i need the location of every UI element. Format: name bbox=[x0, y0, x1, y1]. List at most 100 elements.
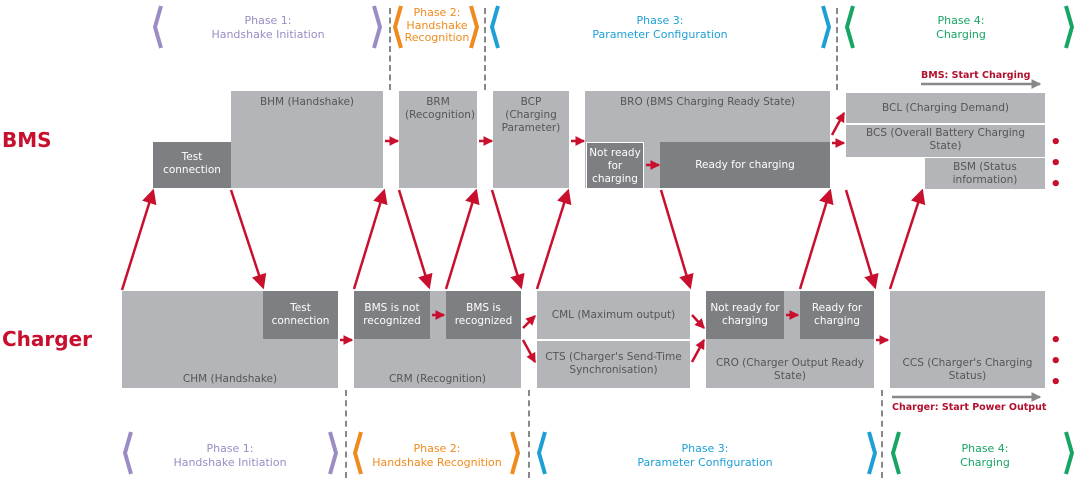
charger-start-power-note: Charger: Start Power Output bbox=[892, 402, 1047, 413]
charger-not-recognized-box: BMS is not recognized bbox=[354, 291, 430, 339]
top-phase1-right-bracket bbox=[372, 5, 382, 49]
top-phase3-title: Phase 3: bbox=[636, 14, 684, 27]
bms-brm-box: BRM (Recognition) bbox=[399, 91, 477, 188]
bms-bcp-text: BCP (Charging Parameter) bbox=[501, 96, 561, 134]
phase-divider-top-3 bbox=[836, 8, 838, 90]
bms-start-charging-note: BMS: Start Charging bbox=[921, 70, 1031, 81]
bottom-phase4-subtitle: Charging bbox=[960, 456, 1010, 469]
arrow-ready-up bbox=[798, 188, 834, 290]
top-phase1-subtitle: Handshake Initiation bbox=[211, 28, 325, 41]
charger-not-ready-text: Not ready for charging bbox=[710, 302, 780, 327]
bottom-phase1-label: Phase 1: Handshake Initiation bbox=[160, 442, 300, 470]
bms-not-ready-box: Not ready for charging bbox=[586, 142, 644, 189]
charger-ready-text: Ready for charging bbox=[811, 302, 863, 327]
arrow-cts-to-notready bbox=[690, 338, 706, 363]
top-phase2-label: Phase 2: Handshake Recognition bbox=[398, 6, 476, 45]
bottom-phase3-subtitle: Parameter Configuration bbox=[637, 456, 773, 469]
charger-not-ready-box: Not ready for charging bbox=[706, 291, 784, 339]
charger-ccs-box: CCS (Charger's Charging Status) bbox=[890, 291, 1045, 388]
phase-divider-bottom-3 bbox=[881, 390, 883, 478]
bottom-phase3-title: Phase 3: bbox=[681, 442, 729, 455]
charger-cts-text: CTS (Charger's Send-Time Synchronisation… bbox=[545, 351, 682, 376]
arrow-ready-to-bcl bbox=[830, 111, 846, 136]
top-phase4-subtitle: Charging bbox=[936, 28, 986, 41]
arrow-bcs-down bbox=[844, 189, 879, 290]
charger-not-recognized-text: BMS is not recognized bbox=[363, 302, 421, 327]
bms-bcs-box: BCS (Overall Battery Charging State) bbox=[846, 125, 1045, 157]
bottom-phase4-left-bracket bbox=[891, 431, 901, 475]
phase-divider-top-2 bbox=[484, 8, 486, 90]
arrow-bcp-down bbox=[490, 189, 525, 290]
arrow-recognized-to-cts bbox=[521, 339, 537, 364]
arrow-brm-down bbox=[397, 189, 433, 290]
charger-ccs-text: CCS (Charger's Charging Status) bbox=[902, 357, 1033, 382]
charger-test-connection-box: Test connection bbox=[263, 291, 338, 339]
top-phase1-label: Phase 1: Handshake Initiation bbox=[200, 14, 336, 42]
arrow-recognized-up bbox=[444, 188, 480, 290]
bottom-phase1-left-bracket bbox=[123, 431, 133, 475]
bottom-phase2-right-bracket bbox=[510, 431, 520, 475]
top-phase4-left-bracket bbox=[845, 5, 855, 49]
bottom-phase1-subtitle: Handshake Initiation bbox=[173, 456, 287, 469]
bottom-phase4-right-bracket bbox=[1064, 431, 1074, 475]
bms-test-connection-box: Test connection bbox=[153, 142, 231, 188]
charger-cml-text: CML (Maximum output) bbox=[551, 309, 676, 321]
charger-cml-box: CML (Maximum output) bbox=[537, 291, 690, 339]
arrow-cml-to-notready bbox=[691, 314, 705, 329]
top-phase2-line2: Handshake bbox=[406, 18, 468, 32]
bottom-phase2-label: Phase 2: Handshake Recognition bbox=[368, 442, 506, 470]
charger-cro-text: CRO (Charger Output Ready State) bbox=[715, 357, 865, 382]
charger-crm-text: CRM (Recognition) bbox=[388, 373, 487, 385]
bottom-phase1-right-bracket bbox=[328, 431, 338, 475]
bms-test-connection-text: Test connection bbox=[163, 151, 221, 176]
top-phase4-right-bracket bbox=[1064, 5, 1074, 49]
top-phase3-left-bracket bbox=[490, 5, 500, 49]
top-phase2-line1: Phase 2: bbox=[413, 6, 461, 19]
bms-bhm-text: BHM (Handshake) bbox=[259, 96, 355, 108]
top-phase3-label: Phase 3: Parameter Configuration bbox=[570, 14, 750, 42]
bottom-phase4-title: Phase 4: bbox=[961, 442, 1009, 455]
top-phase2-right-bracket bbox=[469, 5, 479, 49]
bms-bsm-text: BSM (Status information) bbox=[952, 161, 1018, 186]
top-phase4-title: Phase 4: bbox=[937, 14, 985, 27]
bms-ellipsis: • • • bbox=[1050, 132, 1065, 195]
top-phase2-line3: Recognition bbox=[404, 31, 470, 44]
bms-ready-box: Ready for charging bbox=[660, 142, 830, 188]
bottom-phase3-right-bracket bbox=[867, 431, 877, 475]
arrow-charger-to-bhm bbox=[352, 188, 388, 290]
bottom-phase2-subtitle: Handshake Recognition bbox=[372, 456, 502, 469]
bms-bcl-box: BCL (Charging Demand) bbox=[846, 93, 1045, 123]
top-phase1-left-bracket bbox=[153, 5, 163, 49]
row-label-charger: Charger bbox=[2, 327, 93, 351]
bottom-phase2-title: Phase 2: bbox=[413, 442, 461, 455]
charger-ellipsis: • • • bbox=[1050, 330, 1065, 393]
bottom-phase3-label: Phase 3: Parameter Configuration bbox=[615, 442, 795, 470]
arrow-bms-test-to-charger-test bbox=[229, 189, 267, 290]
arrow-cml-up bbox=[535, 188, 572, 290]
charger-test-connection-text: Test connection bbox=[271, 302, 330, 327]
bottom-phase1-title: Phase 1: bbox=[206, 442, 254, 455]
bottom-phase2-left-bracket bbox=[353, 431, 363, 475]
bms-bcs-text: BCS (Overall Battery Charging State) bbox=[866, 127, 1025, 152]
arrow-ccs-up bbox=[888, 188, 926, 290]
charger-ready-box: Ready for charging bbox=[800, 291, 874, 339]
bms-bcl-text: BCL (Charging Demand) bbox=[881, 102, 1010, 114]
charger-cts-box: CTS (Charger's Send-Time Synchronisation… bbox=[537, 341, 690, 388]
bms-bro-text: BRO (BMS Charging Ready State) bbox=[619, 96, 796, 108]
top-phase2-left-bracket bbox=[393, 5, 403, 49]
bottom-phase4-label: Phase 4: Charging bbox=[935, 442, 1035, 470]
bms-bsm-box: BSM (Status information) bbox=[925, 158, 1045, 189]
bms-bhm-box: BHM (Handshake) bbox=[231, 91, 383, 188]
charger-recognized-box: BMS is recognized bbox=[446, 291, 521, 339]
bms-ready-text: Ready for charging bbox=[695, 159, 795, 171]
bms-not-ready-text: Not ready for charging bbox=[589, 147, 641, 185]
bottom-phase3-left-bracket bbox=[537, 431, 547, 475]
charger-recognized-text: BMS is recognized bbox=[454, 302, 513, 327]
phase-divider-bottom-2 bbox=[528, 390, 530, 478]
arrow-bro-down bbox=[659, 189, 694, 290]
top-phase3-subtitle: Parameter Configuration bbox=[592, 28, 728, 41]
arrow-start-to-bms-test bbox=[120, 188, 157, 291]
row-label-bms: BMS bbox=[2, 128, 52, 152]
arrow-recognized-to-cml bbox=[522, 315, 536, 329]
